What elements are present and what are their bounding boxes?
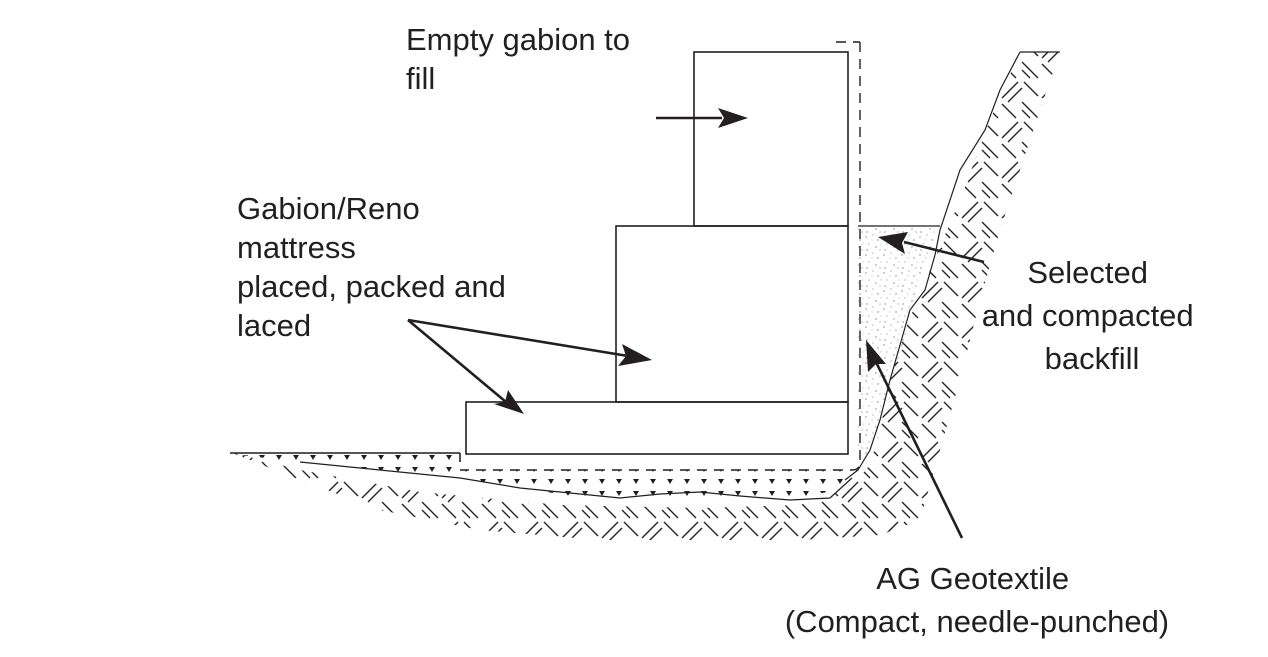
label-geotextile: AG Geotextile (Compact, needle-punched) [785,561,1169,639]
arrow-empty-gabion [656,108,748,128]
bedding-lower-line [299,461,853,501]
reno-mattress [465,401,849,455]
arrow-geotextile [866,340,964,539]
backfill [858,226,940,462]
empty-gabion [693,51,849,227]
geotextile-line [460,41,861,471]
arrow-backfill [878,232,985,264]
label-mattress: Gabion/Reno mattress placed, packed and … [237,191,515,343]
arrow-mattress-upper [407,318,652,366]
label-backfill: Selected and compacted backfill [982,255,1203,376]
bedding-layer [232,454,858,500]
arrow-mattress-lower [407,319,524,414]
upper-gabion [615,225,849,403]
label-empty-gabion: Empty gabion to fill [406,22,639,96]
